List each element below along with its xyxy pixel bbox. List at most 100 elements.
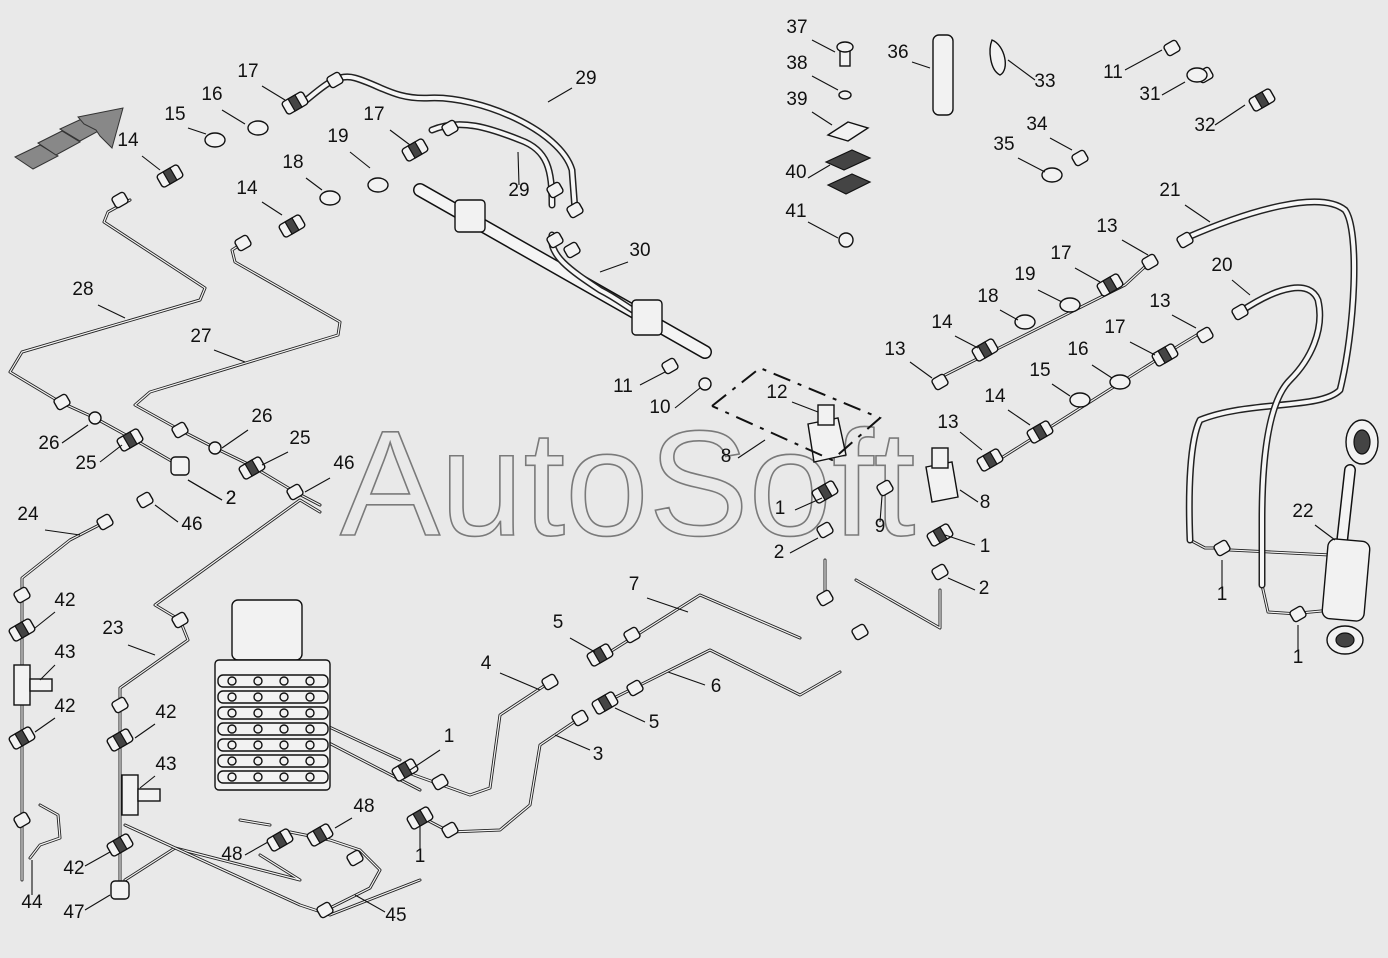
callout-48: 48 [353, 796, 374, 817]
callout-14: 14 [931, 312, 953, 333]
callout-1: 1 [980, 536, 991, 557]
callout-leader [34, 717, 56, 733]
nut-fitting [111, 696, 129, 714]
nut-fitting [816, 589, 834, 607]
callout-43: 43 [155, 754, 176, 775]
nut-fitting [661, 357, 679, 375]
callout-leader [789, 537, 819, 554]
callout-4: 4 [481, 653, 492, 674]
callout-leader [141, 155, 161, 171]
callout-19: 19 [1014, 264, 1035, 285]
callout-leader [1037, 289, 1063, 303]
callout-leader [646, 597, 689, 613]
callout-leader [304, 477, 331, 493]
callout-leader [1007, 409, 1031, 426]
nut-fitting [566, 201, 584, 219]
callout-leader [791, 401, 819, 413]
callout-leader [569, 637, 596, 653]
adapter-hex [397, 761, 413, 779]
callout-leader [1161, 81, 1186, 96]
callout-leader [61, 424, 89, 444]
spool-port [305, 724, 315, 734]
callout-25: 25 [289, 428, 310, 449]
callout-26: 26 [38, 433, 59, 454]
nut-fitting [234, 234, 252, 252]
callout-42: 42 [155, 702, 176, 723]
nut-fitting [876, 479, 894, 497]
callout-7: 7 [629, 574, 640, 595]
adapter-hex [112, 836, 128, 854]
callout-leader [261, 451, 289, 466]
adapter-hex [112, 731, 128, 749]
callout-leader [879, 495, 883, 523]
nut-fitting [931, 563, 949, 581]
callout-29: 29 [508, 180, 529, 201]
nut-fitting [13, 811, 31, 829]
callout-10: 10 [649, 397, 670, 418]
nut-fitting [623, 626, 641, 644]
callout-21: 21 [1159, 180, 1180, 201]
adapter-hex [412, 809, 428, 827]
cylinder-22 [1321, 419, 1379, 655]
pipe-core-10 [604, 594, 801, 656]
callout-17: 17 [1050, 243, 1071, 264]
adapter-hex [287, 94, 303, 112]
spool-port [227, 772, 237, 782]
pipe-core-6 [119, 619, 189, 701]
valve-block-8 [807, 404, 959, 503]
callout-leader [139, 775, 156, 789]
adapter-hex [312, 826, 328, 844]
nut-fitting [441, 119, 459, 137]
nut-fitting [1141, 253, 1159, 271]
hose-clamp [319, 190, 341, 206]
callout-leader [944, 534, 976, 546]
callout-leader [959, 489, 979, 503]
callout-leader [947, 577, 976, 591]
nut-fitting [571, 709, 589, 727]
dashed-bracket [711, 366, 882, 462]
callout-leader [221, 429, 249, 449]
spool-port [253, 692, 263, 702]
callout-5: 5 [553, 612, 564, 633]
callout-28: 28 [72, 279, 93, 300]
hose-clamp [1186, 67, 1208, 83]
pipe-core-18 [944, 261, 1151, 376]
block-fitting [121, 774, 139, 816]
adapter-hex [1157, 346, 1173, 364]
callout-8: 8 [721, 446, 732, 467]
nut-fitting [136, 491, 154, 509]
hose-clamp [367, 177, 389, 193]
adapter-hex [817, 483, 833, 501]
callout-leader [1214, 104, 1246, 126]
callout-22: 22 [1292, 501, 1313, 522]
callout-leader [737, 439, 766, 459]
adapter-hex [592, 646, 608, 664]
callout-leader [187, 479, 223, 501]
spool-port [279, 676, 289, 686]
pipe-core-13 [855, 579, 941, 629]
spool-port [279, 724, 289, 734]
washer [208, 441, 222, 455]
callout-31: 31 [1139, 84, 1160, 105]
callout-46: 46 [333, 453, 354, 474]
callout-leader [221, 109, 246, 125]
pipe-6 [118, 618, 190, 702]
nut-fitting [13, 586, 31, 604]
callout-35: 35 [993, 134, 1014, 155]
tie-33 [989, 39, 1006, 76]
callout-leader [97, 304, 126, 319]
nut-fitting [171, 611, 189, 629]
callout-leader [1007, 59, 1036, 81]
callout-leader [911, 61, 931, 69]
nut-fitting [1071, 149, 1089, 167]
callout-19: 19 [327, 126, 348, 147]
adapter-hex [977, 341, 993, 359]
spool-port [253, 708, 263, 718]
callout-17: 17 [237, 61, 258, 82]
block-fitting [13, 664, 31, 706]
callout-leader [599, 261, 629, 273]
callout-2: 2 [226, 488, 237, 509]
spool-port [227, 676, 237, 686]
callout-leader [674, 387, 701, 409]
